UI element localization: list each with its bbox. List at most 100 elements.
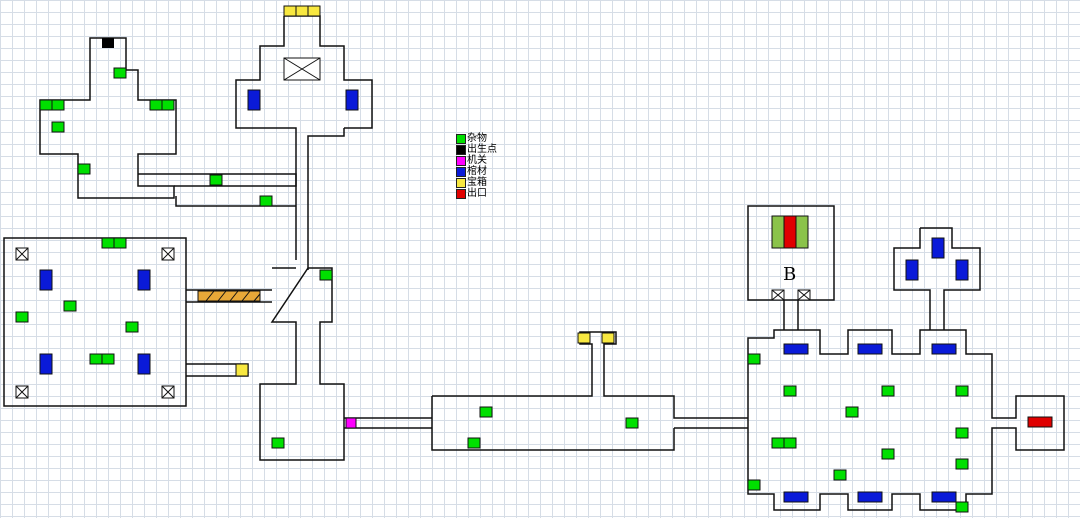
coffin bbox=[931, 237, 945, 259]
coffin bbox=[955, 259, 969, 281]
debris bbox=[125, 321, 139, 333]
debris bbox=[149, 99, 163, 111]
chest-alcove bbox=[235, 363, 249, 377]
legend-label: 出口 bbox=[467, 188, 487, 199]
debris bbox=[51, 121, 65, 133]
legend-label: 棺材 bbox=[467, 166, 487, 177]
spawn-point bbox=[102, 38, 114, 48]
corridor-east bbox=[344, 417, 432, 429]
legend-swatch-chest bbox=[456, 177, 466, 188]
debris bbox=[955, 427, 969, 439]
debris bbox=[63, 300, 77, 312]
crate-west-1 bbox=[15, 247, 29, 261]
debris bbox=[955, 385, 969, 397]
debris bbox=[625, 417, 639, 429]
debris bbox=[77, 163, 91, 175]
chest-north-2 bbox=[295, 5, 309, 17]
debris bbox=[771, 437, 785, 449]
crate-boss-1 bbox=[771, 289, 785, 301]
legend-label: 机关 bbox=[467, 155, 487, 166]
coffin bbox=[137, 269, 151, 291]
debris bbox=[479, 406, 493, 418]
coffin bbox=[857, 343, 883, 355]
debris bbox=[101, 237, 115, 249]
chest-middle-2 bbox=[601, 332, 615, 344]
debris bbox=[209, 174, 223, 186]
debris bbox=[783, 437, 797, 449]
boss-room-label: B bbox=[783, 264, 797, 285]
debris bbox=[881, 385, 895, 397]
debris bbox=[747, 353, 761, 365]
legend-swatch-debris bbox=[456, 133, 466, 144]
debris bbox=[39, 99, 53, 111]
debris bbox=[845, 406, 859, 418]
crate-west-4 bbox=[161, 385, 175, 399]
coffin bbox=[137, 353, 151, 375]
debris bbox=[113, 67, 127, 79]
coffin bbox=[39, 353, 53, 375]
debris bbox=[833, 469, 847, 481]
chest-north-1 bbox=[283, 5, 297, 17]
coffin bbox=[857, 491, 883, 503]
legend-swatch-spawn bbox=[456, 144, 466, 155]
chest-north-3 bbox=[307, 5, 321, 17]
boss-corridor bbox=[783, 300, 799, 330]
legend-item-mechanism: 机关 bbox=[456, 155, 497, 166]
coffin bbox=[247, 89, 261, 111]
debris bbox=[955, 458, 969, 470]
crate-west-2 bbox=[161, 247, 175, 261]
debris bbox=[15, 311, 29, 323]
legend-label: 杂物 bbox=[467, 133, 487, 144]
debris bbox=[89, 353, 103, 365]
debris bbox=[881, 448, 895, 460]
mechanism bbox=[345, 417, 357, 429]
coffin bbox=[345, 89, 359, 111]
map-legend: 杂物 出生点 机关 棺材 宝箱 出口 bbox=[456, 133, 497, 199]
legend-item-exit: 出口 bbox=[456, 188, 497, 199]
debris bbox=[955, 501, 969, 513]
coffin bbox=[783, 491, 809, 503]
bridge-hatch bbox=[197, 290, 261, 302]
exit-east bbox=[1027, 416, 1053, 428]
room-west bbox=[3, 237, 187, 407]
legend-swatch-mechanism bbox=[456, 155, 466, 166]
room-east bbox=[747, 329, 1065, 511]
coffin bbox=[39, 269, 53, 291]
coffin bbox=[931, 491, 957, 503]
legend-label: 出生点 bbox=[467, 144, 497, 155]
chest-boss-right bbox=[795, 215, 809, 249]
debris bbox=[319, 269, 333, 281]
room-boss bbox=[747, 205, 835, 301]
coffin bbox=[931, 343, 957, 355]
chest-boss-left bbox=[771, 215, 785, 249]
chest-middle-1 bbox=[577, 332, 591, 344]
crate-west-3 bbox=[15, 385, 29, 399]
exit-boss-center bbox=[783, 215, 797, 249]
debris bbox=[747, 479, 761, 491]
bridge-walls bbox=[186, 289, 272, 303]
coffin bbox=[783, 343, 809, 355]
room-northwest bbox=[39, 37, 177, 199]
debris bbox=[271, 437, 285, 449]
legend-swatch-exit bbox=[456, 188, 466, 199]
legend-item-chest: 宝箱 bbox=[456, 177, 497, 188]
room-hub bbox=[259, 267, 345, 461]
debris bbox=[161, 99, 175, 111]
debris bbox=[259, 195, 273, 207]
legend-item-coffin: 棺材 bbox=[456, 166, 497, 177]
legend-swatch-coffin bbox=[456, 166, 466, 177]
debris bbox=[113, 237, 127, 249]
crate-boss-2 bbox=[797, 289, 811, 301]
room-northeast bbox=[893, 227, 981, 330]
debris bbox=[783, 385, 797, 397]
legend-item-debris: 杂物 bbox=[456, 133, 497, 144]
room-middle bbox=[431, 331, 748, 451]
crate-north bbox=[283, 57, 321, 81]
debris bbox=[51, 99, 65, 111]
coffin bbox=[905, 259, 919, 281]
legend-label: 宝箱 bbox=[467, 177, 487, 188]
legend-item-spawn: 出生点 bbox=[456, 144, 497, 155]
room-north bbox=[235, 15, 373, 270]
debris bbox=[101, 353, 115, 365]
